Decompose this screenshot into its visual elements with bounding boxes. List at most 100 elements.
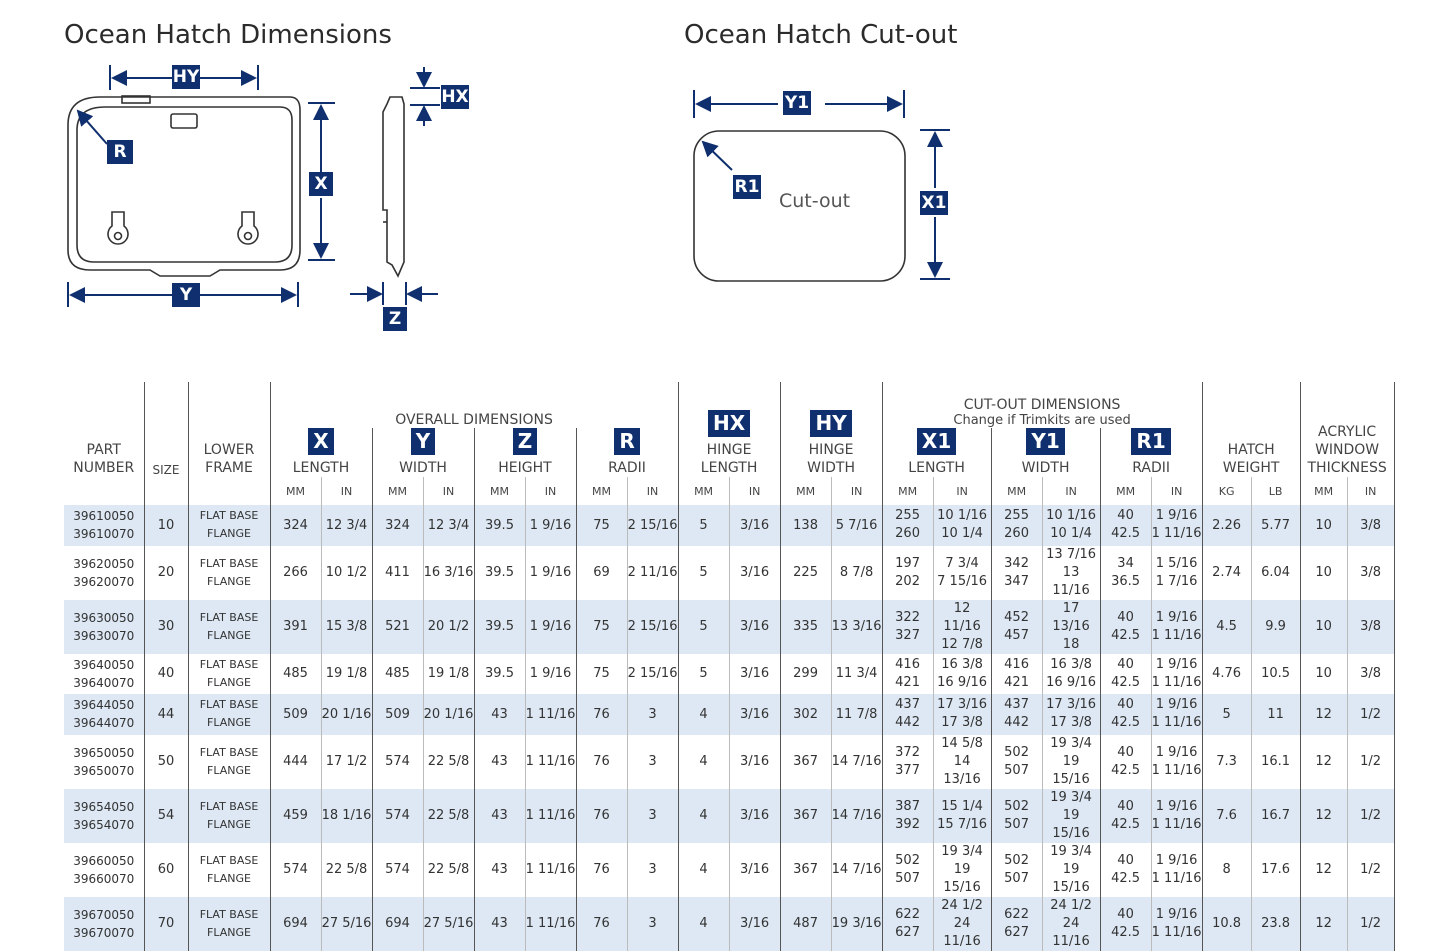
acrylic-in-cell: 3/8 bbox=[1346, 599, 1395, 654]
z-badge: Z bbox=[512, 428, 538, 455]
acrylic-mm-cell: 12 bbox=[1299, 788, 1348, 843]
cutout-text: Cut-out bbox=[779, 190, 851, 212]
hy-in-cell: 8 7/8 bbox=[830, 545, 883, 600]
weight-kg-cell: 8 bbox=[1201, 842, 1252, 897]
z-in-cell: 1 11/16 bbox=[524, 788, 576, 843]
weight-kg-cell: 2.74 bbox=[1201, 545, 1252, 600]
latch-left bbox=[107, 211, 129, 245]
x-in-cell: 27 5/16 bbox=[320, 896, 372, 951]
y-in-cell: 16 3/16 bbox=[422, 545, 474, 600]
r-in-cell: 2 15/16 bbox=[626, 653, 679, 694]
acrylic-mm-cell: 12 bbox=[1299, 896, 1348, 951]
hx-mm-cell: 4 bbox=[677, 896, 730, 951]
z-in-cell: 1 9/16 bbox=[524, 599, 576, 654]
hx-mm-cell: 5 bbox=[677, 545, 730, 600]
size-cell: 50 bbox=[143, 734, 188, 789]
z-in-cell: 1 11/16 bbox=[524, 842, 576, 897]
hx-mm-cell: 4 bbox=[677, 842, 730, 897]
r-mm-cell: 76 bbox=[575, 842, 627, 897]
weight-kg-cell: 7.3 bbox=[1201, 734, 1252, 789]
weight-lb-cell: 16.7 bbox=[1250, 788, 1301, 843]
size-cell: 44 bbox=[143, 694, 188, 735]
y1-label: Y1 bbox=[783, 91, 811, 115]
hy-in-cell: 14 7/16 bbox=[830, 842, 883, 897]
hx-in-cell: 3/16 bbox=[728, 734, 781, 789]
x-mm-cell: 694 bbox=[269, 896, 321, 951]
acrylic-mm-cell: 10 bbox=[1299, 653, 1348, 694]
handle-slot bbox=[170, 113, 198, 129]
cutout-title: Ocean Hatch Cut-out bbox=[684, 20, 958, 50]
z-label: Z bbox=[383, 307, 407, 331]
weight-kg-cell: 2.26 bbox=[1201, 505, 1252, 546]
y-in-cell: 20 1/16 bbox=[422, 694, 474, 735]
x-in-cell: 15 3/8 bbox=[320, 599, 372, 654]
hy-badge: HY bbox=[810, 410, 852, 437]
hy-mm-cell: 138 bbox=[779, 505, 832, 546]
hx-in-cell: 3/16 bbox=[728, 599, 781, 654]
r-in-cell: 3 bbox=[626, 788, 679, 843]
weight-lb-cell: 5.77 bbox=[1250, 505, 1301, 546]
weight-lb-cell: 16.1 bbox=[1250, 734, 1301, 789]
x1-badge: X1 bbox=[916, 428, 957, 455]
weight-kg-cell: 5 bbox=[1201, 694, 1252, 735]
size-cell: 30 bbox=[143, 599, 188, 654]
r-in-cell: 2 15/16 bbox=[626, 599, 679, 654]
part-number-unit-cell bbox=[64, 477, 144, 505]
y-mm-cell: 694 bbox=[371, 896, 423, 951]
hy-mm-cell: 302 bbox=[779, 694, 832, 735]
hy-mm-cell: 367 bbox=[779, 788, 832, 843]
hy-in-cell: 11 3/4 bbox=[830, 653, 883, 694]
x-mm-cell: 485 bbox=[269, 653, 321, 694]
hinge-tab bbox=[121, 95, 151, 104]
acrylic-in-cell: 1/2 bbox=[1346, 842, 1395, 897]
y-mm-cell: 509 bbox=[371, 694, 423, 735]
hy-mm-cell: 367 bbox=[779, 842, 832, 897]
r-mm-cell: 75 bbox=[575, 599, 627, 654]
z-mm-cell: 39.5 bbox=[473, 599, 525, 654]
hx-in-cell: 3/16 bbox=[728, 694, 781, 735]
r-mm-cell: 69 bbox=[575, 545, 627, 600]
y-in-cell: 20 1/2 bbox=[422, 599, 474, 654]
hy-mm-cell: 335 bbox=[779, 599, 832, 654]
hy-mm-cell: 225 bbox=[779, 545, 832, 600]
hx-in-cell: 3/16 bbox=[728, 653, 781, 694]
